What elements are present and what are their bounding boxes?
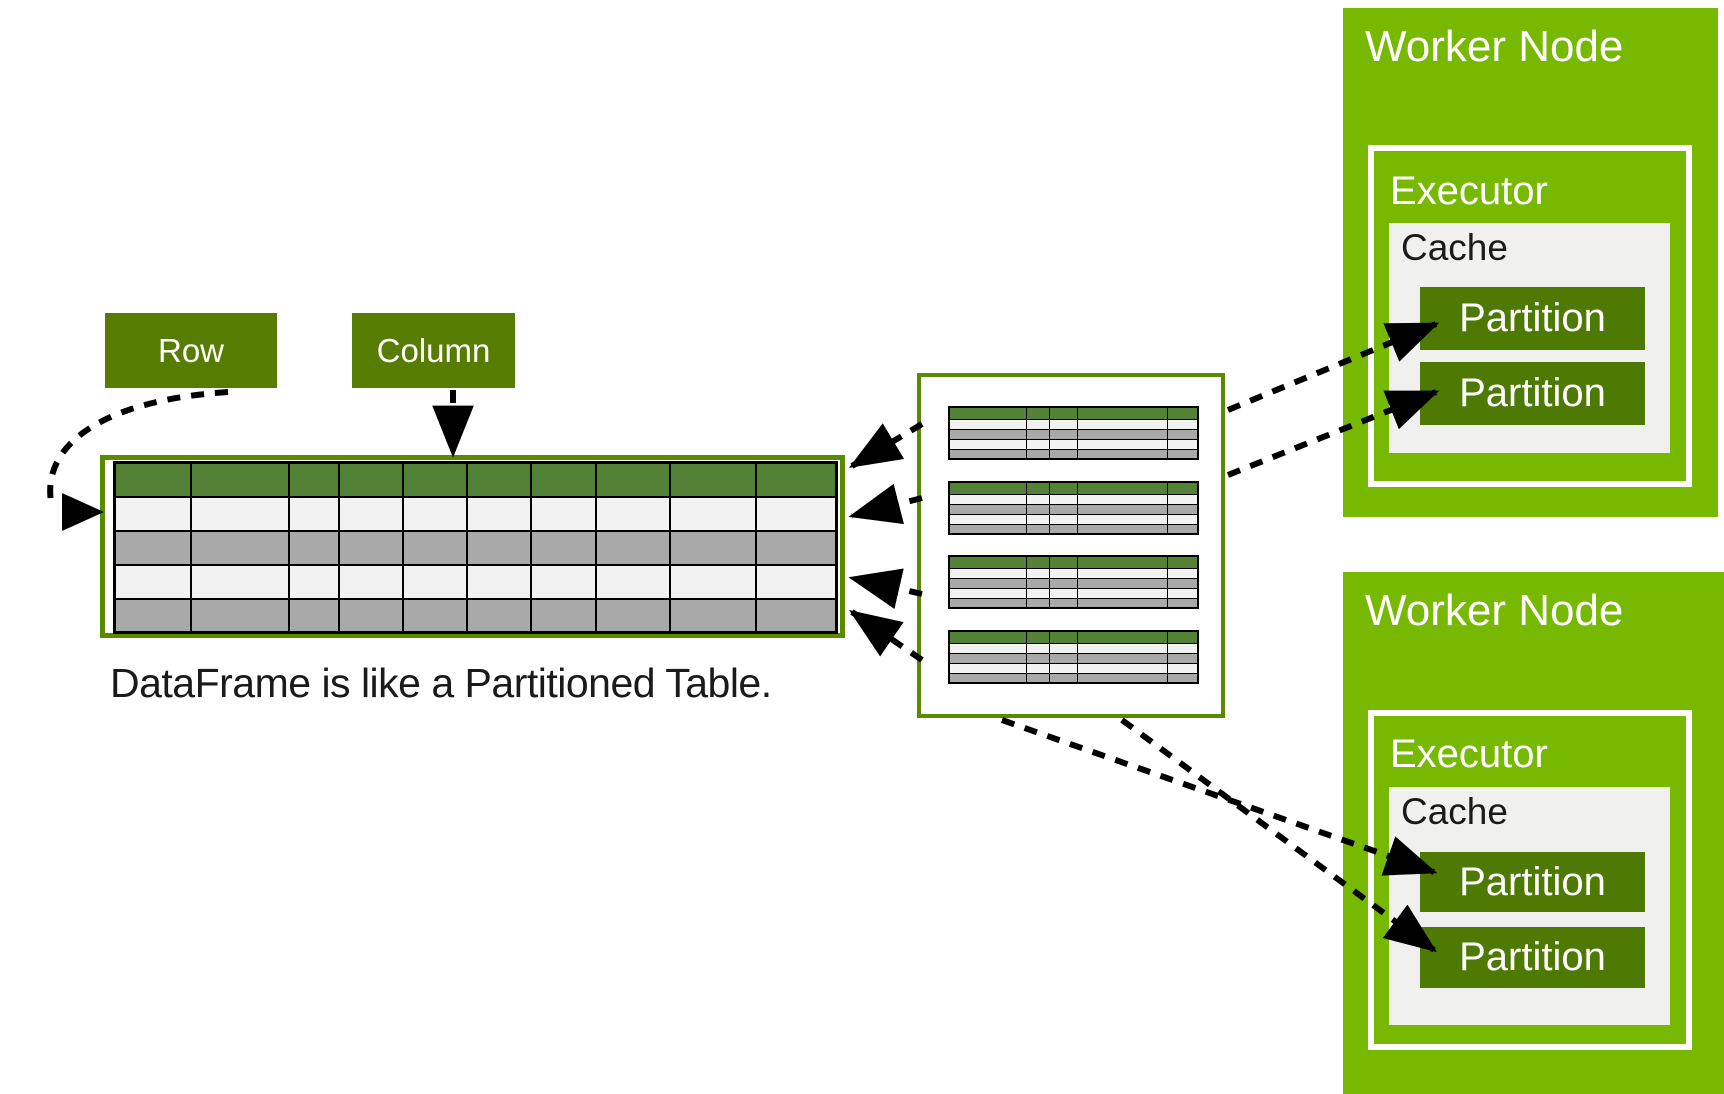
partition-arrow-2 [848,483,923,525]
executor-box: Executor Cache Partition Partition [1368,145,1692,487]
caption: DataFrame is like a Partitioned Table. [110,660,772,706]
partition-mini-table [948,630,1199,684]
row-label-box: Row [105,313,277,388]
dataframe-table-frame [100,455,845,638]
row-arrow-head [62,493,104,531]
worker-node-2: Worker Node Executor Cache Partition Par… [1343,572,1724,1094]
partition-box: Partition [1420,927,1645,988]
row-label: Row [157,331,225,369]
partition-mini-table [948,555,1199,609]
column-label: Column [376,331,491,369]
partition-mini-table [948,406,1199,460]
cache-box: Cache Partition Partition [1389,787,1670,1025]
partition-box: Partition [1420,362,1645,425]
worker-node-1: Worker Node Executor Cache Partition Par… [1343,8,1718,517]
partition-arrow-3 [848,568,923,610]
worker-node-title: Worker Node [1365,586,1624,635]
dataframe-table [113,461,838,634]
partition-arrow-4 [848,609,924,663]
executor-label: Executor [1390,169,1548,213]
partitions-box [917,373,1225,718]
worker-node-title: Worker Node [1365,22,1624,71]
partition-box: Partition [1420,852,1645,912]
partition-box: Partition [1420,287,1645,350]
cache-label: Cache [1401,227,1508,268]
cache-label: Cache [1401,791,1508,832]
partition-arrow-1 [848,421,924,469]
executor-label: Executor [1390,732,1548,776]
partition-mini-table [948,481,1199,535]
column-label-box: Column [352,313,515,388]
executor-box: Executor Cache Partition Partition [1368,710,1692,1050]
cache-box: Cache Partition Partition [1389,223,1670,453]
